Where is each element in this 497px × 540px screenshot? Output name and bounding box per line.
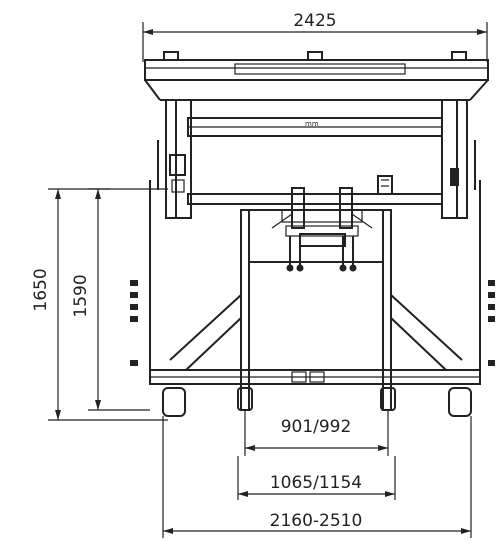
lower-beam (149, 369, 481, 385)
dimension-track-inner: 901/992 (244, 410, 389, 456)
dimension-height-outer: 1650 (31, 188, 168, 421)
center-frame (240, 209, 392, 411)
height-inner-label: 1590 (71, 274, 91, 317)
diagonal-braces (169, 294, 463, 371)
right-tread (488, 280, 495, 366)
left-tread (130, 280, 138, 366)
track-inner-label: 901/992 (281, 417, 352, 437)
track-outer-label: 2160-2510 (270, 511, 363, 531)
track-middle-label: 1065/1154 (270, 473, 362, 493)
overall-width-label: 2425 (293, 11, 336, 31)
svg-text:mm: mm (305, 120, 319, 128)
top-frame (144, 51, 489, 101)
right-upright (441, 99, 481, 372)
height-outer-label: 1650 (31, 268, 51, 311)
dimension-track-middle: 1065/1154 (237, 456, 396, 500)
dimension-height-inner: 1590 (71, 188, 150, 411)
cross-beam (187, 175, 443, 205)
left-upright (149, 99, 192, 372)
dimension-overall-width: 2425 (142, 11, 488, 62)
linkage-mechanism (271, 187, 373, 272)
wheels (162, 387, 472, 417)
dimension-track-outer: 2160-2510 (162, 416, 472, 538)
roller-bar: mm (187, 117, 443, 137)
